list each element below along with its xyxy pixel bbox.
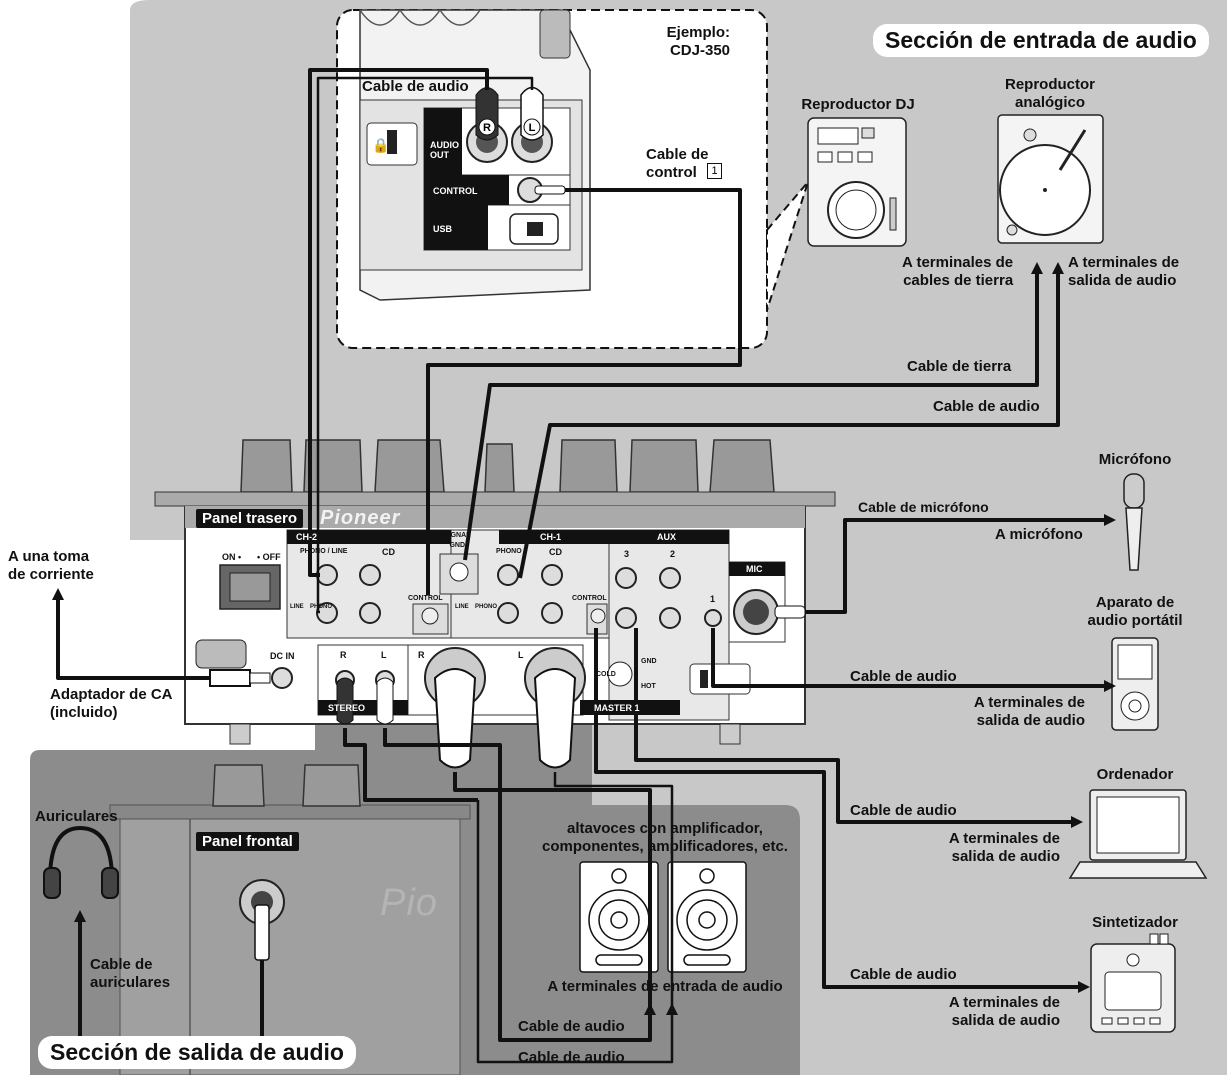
phono-label-ch2: PHONO (310, 604, 333, 610)
ac-adapter-label: Adaptador de CA (incluido) (50, 686, 173, 721)
headphones-device (43, 825, 119, 899)
to-audio-in-label: A terminales de entrada de audio (547, 978, 783, 995)
synth-label: Sintetizador (1092, 914, 1178, 931)
cdj-audio-out-label: AUDIO OUT (427, 138, 462, 162)
cdj-callout (766, 181, 809, 311)
aux2-label: 2 (670, 549, 676, 559)
cdj-example-label: Ejemplo: CDJ-350 (666, 24, 730, 59)
master1-label: MASTER 1 (594, 703, 640, 713)
computer-device (1068, 789, 1208, 879)
xlr-r-label: R (418, 650, 425, 660)
phono-line-label: PHONO / LINE (300, 548, 348, 555)
line-label-ch1: LINE (455, 604, 469, 610)
aux1-label: 1 (710, 594, 716, 604)
cd-label-ch1: CD (549, 547, 562, 557)
to-ground-label: A terminales de cables de tierra (902, 254, 1014, 289)
output-cable2-label: Cable de audio (518, 1049, 625, 1066)
mic-cable-label: Cable de micrófono (858, 499, 989, 515)
speaker-left (579, 861, 659, 973)
phono2-label-ch1: PHONO (475, 604, 498, 610)
master-r-label: R (340, 650, 347, 660)
control-label-ch1: CONTROL (572, 595, 607, 602)
computer-to-label: A terminales de salida de audio (948, 830, 1060, 865)
cd-label: CD (382, 547, 395, 557)
dc-in-jack (271, 667, 293, 689)
stereo-label: STEREO (328, 703, 366, 713)
rear-panel-tag: Panel trasero (196, 509, 304, 528)
master-l-label: L (381, 650, 387, 660)
cdj-top-knob (539, 9, 571, 59)
dc-in-label: DC IN (270, 651, 295, 661)
svg-text:L: L (529, 122, 536, 134)
computer-label: Ordenador (1096, 766, 1174, 783)
svg-text:🔒: 🔒 (372, 137, 389, 154)
cdj-control-label: CONTROL (430, 184, 481, 198)
turntable-device (997, 114, 1104, 244)
headphones-label: Auriculares (35, 808, 118, 825)
control-number-box: 1 (707, 163, 722, 179)
microphone-label: Micrófono (1098, 451, 1172, 468)
headphone-cable-label: Cable de auriculares (90, 956, 171, 991)
cold-label: COLD (596, 671, 616, 678)
cdj-control-cable-label: Cable de control (646, 146, 709, 181)
portable-cable-label: Cable de audio (850, 668, 957, 685)
portable-label: Aparato de audio portátil (1087, 594, 1183, 629)
cdj-usb-label: USB (430, 222, 456, 236)
ground-cable-label: Cable de tierra (907, 358, 1012, 375)
phono-label-ch1: PHONO (496, 548, 522, 555)
on-label: ON • (222, 552, 242, 562)
portable-to-label: A terminales de salida de audio (973, 694, 1085, 729)
speaker-right (667, 861, 747, 973)
dj-player-device (807, 117, 907, 247)
front-panel-tag: Panel frontal (196, 832, 299, 851)
portable-player-device (1111, 637, 1159, 731)
to-audio-out-label: A terminales de salida de audio (1068, 254, 1180, 289)
mixer-knobs (240, 439, 775, 493)
mic-label: MIC (746, 564, 763, 574)
aux3-label: 3 (624, 549, 630, 559)
cdj-audio-cable-label: Cable de audio (362, 78, 469, 95)
pioneer-logo: Pioneer (320, 507, 401, 529)
cables (56, 68, 1106, 1064)
microphone-device (1123, 473, 1145, 571)
analog-audio-cable-label: Cable de audio (933, 398, 1040, 415)
line-label-ch2: LINE (290, 604, 304, 610)
analog-player-label: Reproductor analógico (1005, 76, 1095, 111)
synth-to-label: A terminales de salida de audio (948, 994, 1060, 1029)
to-mic-label: A micrófono (995, 526, 1083, 543)
xlr-plug-r (433, 668, 477, 769)
control-label-ch2: CONTROL (408, 595, 443, 602)
computer-cable-label: Cable de audio (850, 802, 957, 819)
hot-label: HOT (641, 683, 656, 690)
gnd-label: GND (641, 658, 657, 665)
synth-cable-label: Cable de audio (850, 966, 957, 983)
front-panel (119, 817, 461, 1075)
speakers-label: altavoces con amplificador, componentes,… (542, 820, 788, 855)
front-pioneer-logo: Pio (380, 882, 438, 924)
xlr-l-label: L (518, 650, 524, 660)
dj-player-label: Reproductor DJ (801, 96, 915, 113)
output-cable1-label: Cable de audio (518, 1018, 625, 1035)
output-section-title: Sección de salida de audio (38, 1036, 356, 1069)
svg-text:R: R (483, 122, 491, 134)
input-section-title: Sección de entrada de audio (873, 24, 1209, 57)
ch1-label: CH-1 (540, 532, 562, 542)
xlr-plug-l (533, 668, 577, 769)
aux-label: AUX (657, 532, 677, 542)
power-outlet-label: A una toma de corriente (8, 548, 94, 583)
synth-device (1090, 933, 1176, 1033)
ch2-label: CH-2 (296, 532, 318, 542)
off-label: • OFF (257, 552, 281, 562)
signal-gnd-label: SIGNAL GND (444, 532, 471, 549)
